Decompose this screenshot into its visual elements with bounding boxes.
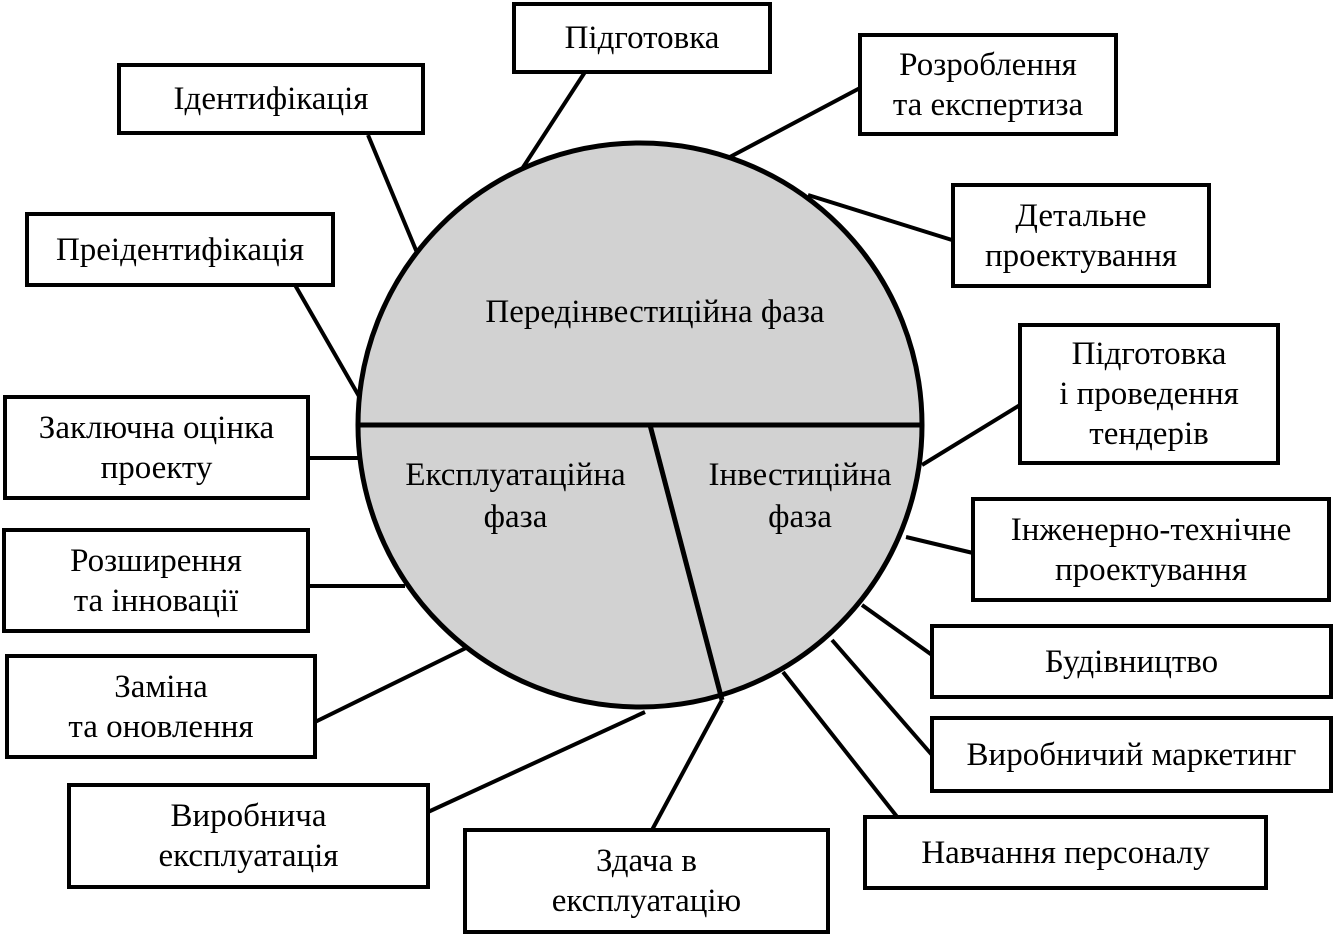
connector-replacement-renewal xyxy=(314,644,471,724)
stage-box-staff-training: Навчання персоналу xyxy=(863,815,1268,890)
connector-production-marketing xyxy=(830,638,934,757)
stage-text: Здача в xyxy=(596,843,697,879)
stage-text: Навчання персоналу xyxy=(921,834,1210,871)
stage-text: Ідентифікація xyxy=(173,81,369,117)
phase-divider-vertical xyxy=(647,424,725,701)
connector-engineering-design xyxy=(905,535,974,555)
stage-box-final-evaluation: Заключна оцінка проекту xyxy=(3,395,310,500)
connector-identification xyxy=(366,134,420,256)
stage-text: та інновації xyxy=(73,582,239,619)
connector-production-operation xyxy=(427,710,646,814)
stage-text: і проведення xyxy=(1059,376,1239,412)
stage-text: експлуатацію xyxy=(551,883,742,919)
phase-pre-investment-label: Передінвестиційна фаза xyxy=(455,291,855,333)
phase-operational-label: Експлуатаційна фаза xyxy=(378,454,653,538)
stage-text: Підготовка xyxy=(564,20,720,56)
stage-box-tenders: Підготовка і проведення тендерів xyxy=(1018,323,1280,465)
connectors xyxy=(293,70,1022,831)
stage-box-production-marketing: Виробничий маркетинг xyxy=(930,716,1333,793)
connector-commissioning xyxy=(650,699,724,831)
stage-text: тендерів xyxy=(1089,416,1209,452)
stage-box-pre-identification: Преідентифікація xyxy=(25,212,335,287)
stage-text: Виробнича xyxy=(170,798,327,834)
connector-preparation xyxy=(518,70,587,174)
stage-box-construction: Будівництво xyxy=(930,624,1333,699)
connector-tenders xyxy=(920,403,1022,467)
stage-box-commissioning: Здача в експлуатацію xyxy=(463,828,830,934)
phase-pre-investment-text: Передінвестиційна фаза xyxy=(485,294,825,330)
connector-staff-training xyxy=(781,670,900,820)
connector-construction xyxy=(860,603,934,657)
phase-investment-line-1: Інвестиційна xyxy=(708,457,892,493)
connector-detailed-design xyxy=(807,193,953,242)
stage-box-engineering-design: Інженерно-технічне проектування xyxy=(971,497,1331,602)
connector-pre-identification xyxy=(293,284,362,399)
stage-text: Будівництво xyxy=(1044,643,1219,680)
stage-text: Заміна xyxy=(114,668,208,705)
phase-operational-line-1: Експлуатаційна xyxy=(405,457,626,493)
phase-investment-line-2: фаза xyxy=(768,499,832,535)
stage-text: Преідентифікація xyxy=(55,231,305,268)
stage-text: експлуатація xyxy=(158,838,339,874)
stage-text: та оновлення xyxy=(68,708,254,745)
stage-box-replacement-renewal: Заміна та оновлення xyxy=(5,654,317,759)
stage-text: проектування xyxy=(984,237,1178,274)
stage-box-preparation: Підготовка xyxy=(512,2,772,74)
phase-operational-line-2: фаза xyxy=(483,499,548,535)
stage-text: та експертиза xyxy=(892,86,1084,123)
stage-text: проекту xyxy=(100,449,213,486)
stage-box-detailed-design: Детальне проектування xyxy=(951,183,1211,288)
stage-text: Детальне xyxy=(1015,197,1147,234)
stage-text: Підготовка xyxy=(1071,336,1227,372)
connector-development-expertise xyxy=(727,86,861,160)
stage-text: Заключна оцінка xyxy=(38,409,275,446)
stage-text: Інженерно-технічне xyxy=(1010,511,1292,548)
stage-box-development-expertise: Розроблення та експертиза xyxy=(858,33,1118,136)
stage-text: Розроблення xyxy=(899,46,1077,83)
stage-box-expansion-innovation: Розширення та інновації xyxy=(2,528,310,633)
stage-text: Виробничий маркетинг xyxy=(966,736,1297,773)
stage-text: проектування xyxy=(1054,551,1248,588)
stage-box-production-operation: Виробнича експлуатація xyxy=(67,783,430,889)
stage-box-identification: Ідентифікація xyxy=(117,63,425,135)
phase-investment-label: Інвестиційна фаза xyxy=(685,454,915,538)
stage-text: Розширення xyxy=(70,542,242,579)
